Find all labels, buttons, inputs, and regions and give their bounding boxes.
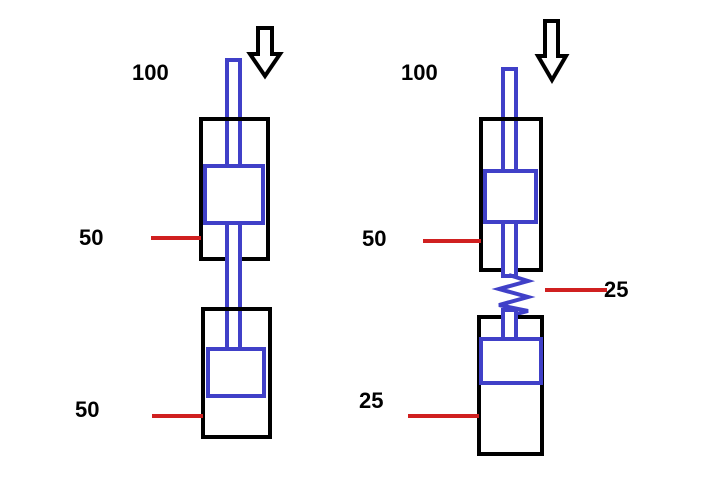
right-lower-port-label: 25 xyxy=(359,388,383,413)
right-upper-rod-stub xyxy=(501,218,518,278)
right-spring xyxy=(491,273,536,318)
right-lower-rod-stub xyxy=(501,308,518,342)
left-input-label: 100 xyxy=(132,60,169,85)
left-upper-piston xyxy=(203,164,265,225)
left-upper-port-label: 50 xyxy=(79,225,103,250)
right-spring-port-label: 25 xyxy=(604,277,628,302)
right-upper-port-label: 50 xyxy=(362,226,386,251)
right-upper-piston xyxy=(483,169,538,224)
left-upper-piston-rod xyxy=(225,58,242,169)
left-assembly: 100 50 50 xyxy=(75,26,284,439)
right-assembly: 100 50 25 25 xyxy=(359,19,628,456)
right-input-label: 100 xyxy=(401,60,438,85)
right-lower-piston xyxy=(479,337,543,385)
left-lower-cylinder xyxy=(201,307,272,439)
right-force-arrow-icon xyxy=(534,19,570,84)
left-lower-port-label: 50 xyxy=(75,397,99,422)
left-connecting-rod xyxy=(225,220,242,352)
left-force-arrow-icon xyxy=(246,26,284,80)
left-lower-piston xyxy=(206,347,266,398)
